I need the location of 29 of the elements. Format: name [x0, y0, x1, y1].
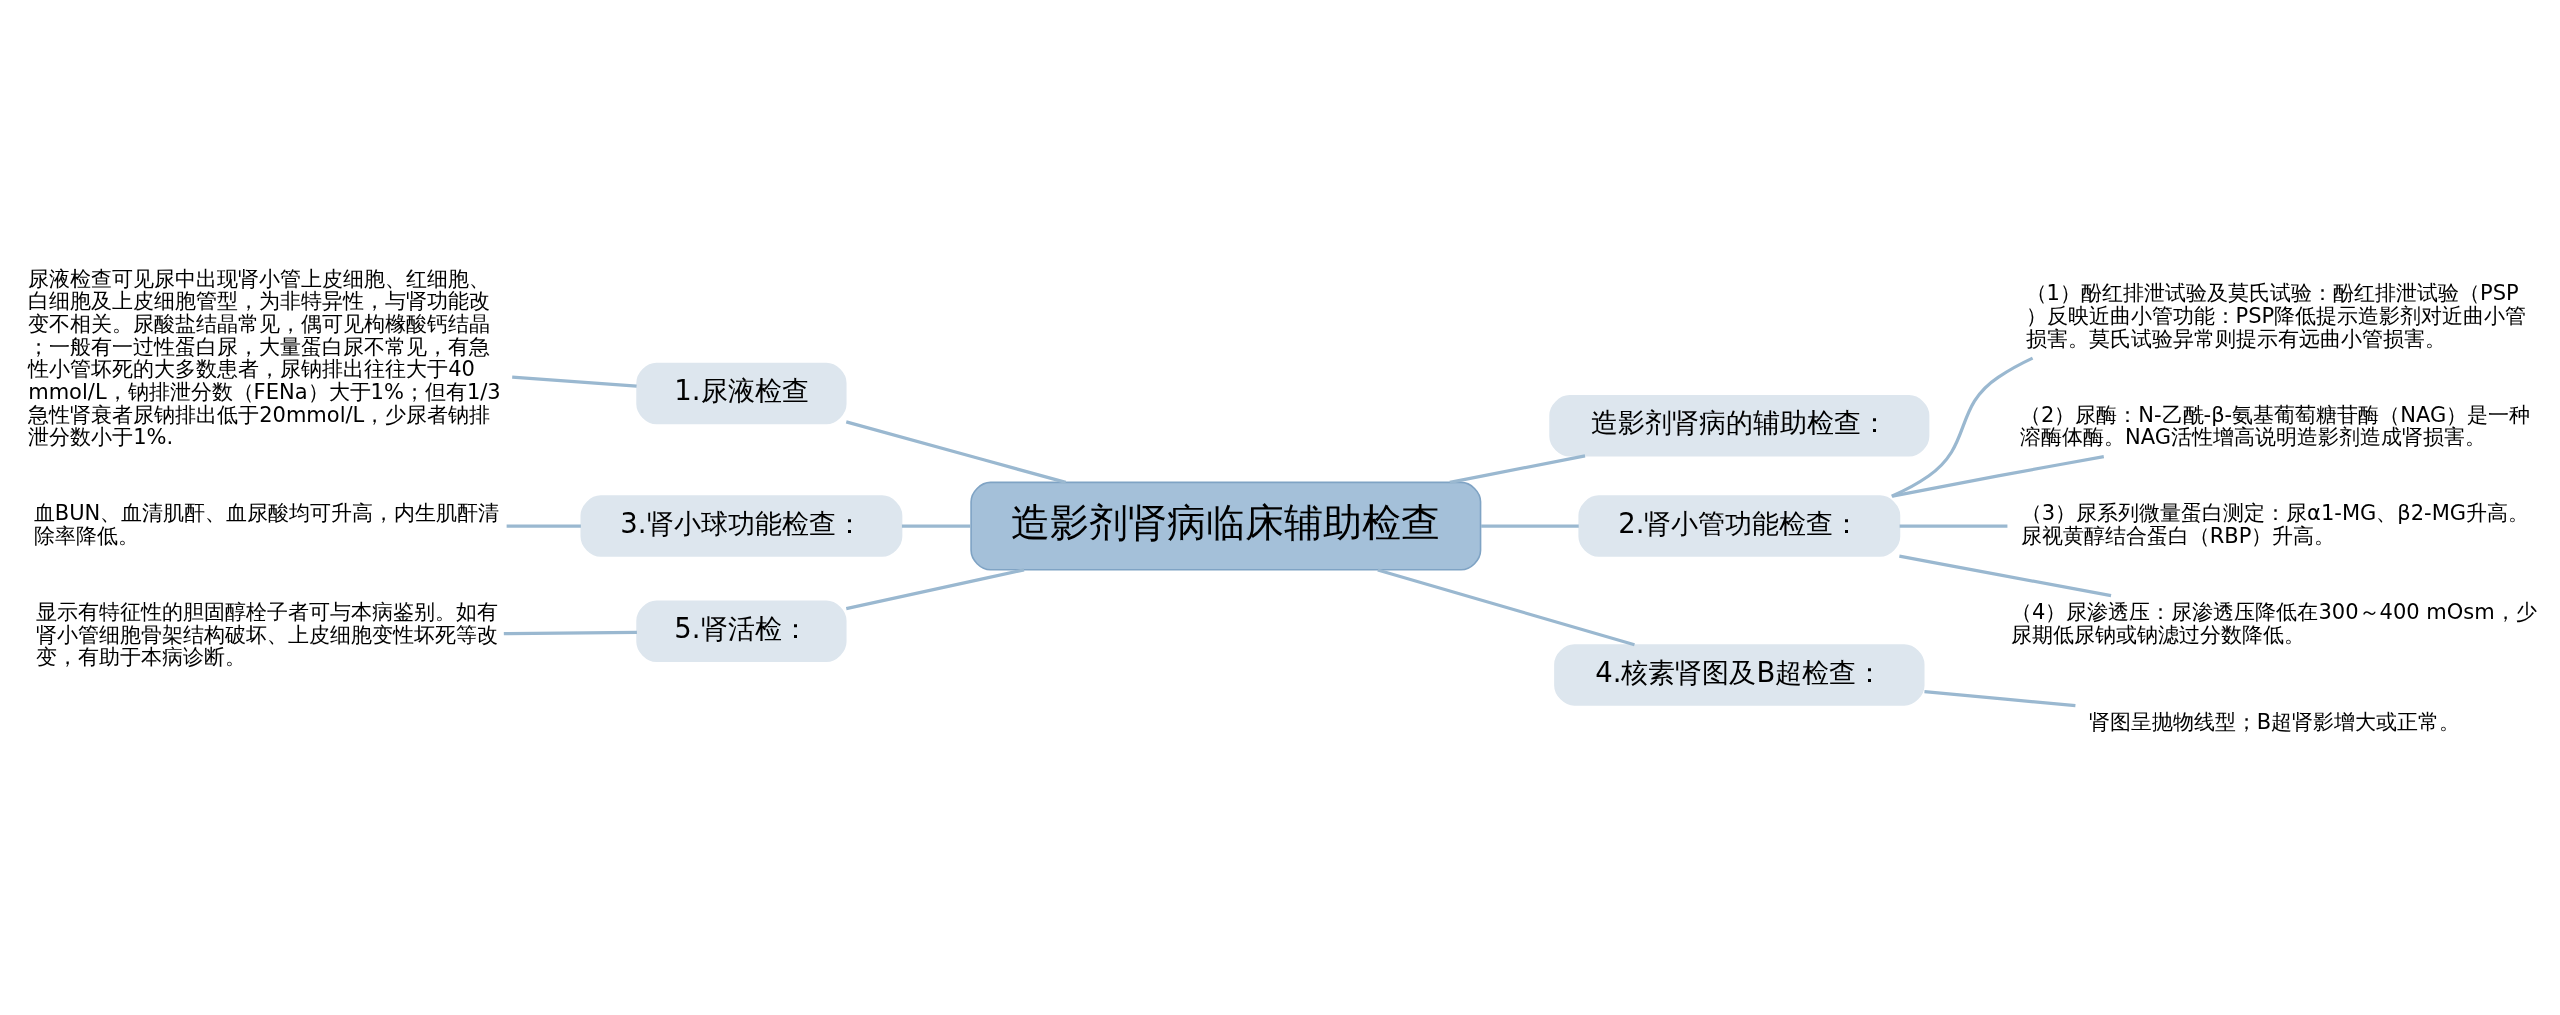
node-box: 造影剂肾病临床辅助检查: [970, 481, 1482, 571]
node-box: 3.肾小球功能检查：: [580, 495, 903, 557]
connector: [1377, 568, 1635, 647]
connector: [1481, 524, 1579, 528]
node-text: 血BUN、血清肌酐、血尿酸均可升高，内生肌酐清除率降低。: [33, 500, 500, 548]
node-box: 造影剂肾病的辅助检查：: [1549, 395, 1930, 457]
node-box: 1.尿液检查: [636, 362, 847, 425]
node-text: （2）尿酶：N-乙酰-β-氨基葡萄糖苷酶（NAG）是一种溶酶体酶。NAG活性增高说明造影剂造成肾损害。: [2019, 401, 2531, 450]
node-text: 尿液检查可见尿中出现肾小管上皮细胞、红细胞、白细胞及上皮细胞管型，为非特异性，与肾功能改变不相关。尿酸盐结晶常见，偶可见枸橼酸钙结晶；一般有一过性蛋白尿，大量蛋白尿不常见，有急性小管坏死的大多数患者，尿钠排出往往大于40 mmol/L，钠排泄分数（FENa）大于1%；但有1/3急性肾衰者尿钠排出低于20mmol/L，少尿者钠排泄分数小于1%.: [28, 265, 501, 450]
connector: [1899, 524, 2008, 528]
connector: [1449, 454, 1586, 484]
connector: [845, 568, 1025, 611]
node-text: （1）酚红排泄试验及莫氏试验：酚红排泄试验（PSP）反映近曲小管功能：PSP降低提示造影剂对近曲小管损害。莫氏试验异常则提示有远曲小管损害。: [2025, 280, 2527, 351]
node-text: 显示有特征性的胆固醇栓子者可与本病鉴别。如有肾小管细胞骨架结构破坏、上皮细胞变性坏死等改变，有助于本病诊断。: [36, 598, 499, 670]
connector: [1891, 356, 2034, 498]
node-box: 2.肾小管功能检查：: [1578, 495, 1901, 557]
connector: [1892, 455, 2105, 498]
node-box: 5.肾活检：: [636, 600, 847, 662]
connector: [506, 524, 581, 528]
connector: [901, 524, 971, 528]
connector: [845, 420, 1067, 484]
node-box: 4.核素肾图及B超检查：: [1554, 644, 1925, 706]
node-text: （3）尿系列微量蛋白测定：尿α1-MG、β2-MG升高。尿视黄醇结合蛋白（RBP）升高。: [2020, 500, 2530, 548]
node-text: 肾图呈抛物线型；B超肾影增大或正常。: [2088, 708, 2461, 734]
connector: [1924, 690, 2076, 708]
node-text: （4）尿渗透压：尿渗透压降低在300～400 mOsm，少尿期低尿钠或钠滤过分数降低。: [2011, 598, 2537, 647]
connector: [503, 630, 637, 636]
connector: [1899, 554, 2112, 598]
connector: [512, 375, 637, 388]
